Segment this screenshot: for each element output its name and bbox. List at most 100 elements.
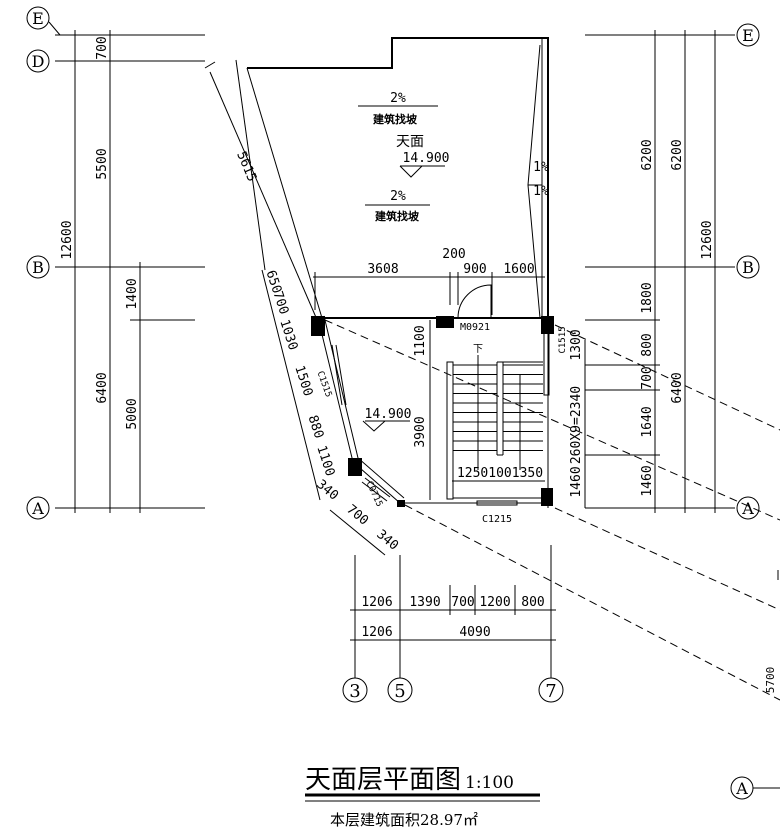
roof-outline	[204, 37, 549, 323]
axis-bubble-E-left: E	[26, 6, 61, 36]
axis-bubble-A-left: A	[26, 496, 50, 520]
svg-text:6400: 6400	[670, 372, 685, 403]
column	[397, 500, 405, 507]
axis-bubble-A-right: A	[736, 496, 760, 520]
svg-text:下: 下	[473, 344, 483, 355]
window-c1215	[476, 500, 518, 506]
svg-text:C1515: C1515	[315, 370, 334, 399]
svg-text:A: A	[735, 779, 748, 798]
svg-text:1%: 1%	[533, 160, 549, 175]
svg-text:6400: 6400	[95, 372, 110, 403]
svg-text:1460: 1460	[569, 466, 584, 497]
svg-text:A: A	[31, 499, 44, 518]
svg-text:1400: 1400	[125, 278, 140, 309]
staircase	[453, 355, 543, 470]
svg-text:2%: 2%	[390, 91, 406, 106]
svg-text:1200: 1200	[479, 595, 510, 610]
bottom-dimensions: 1206 1390 700 1200 800 1206 4090	[350, 545, 556, 678]
svg-text:E: E	[32, 9, 44, 28]
svg-text:1460: 1460	[640, 465, 655, 496]
axis-bubble-5: 5	[387, 677, 413, 703]
svg-text:5: 5	[394, 681, 405, 702]
svg-text:1640: 1640	[640, 406, 655, 437]
svg-text:M0921: M0921	[460, 322, 490, 333]
svg-text:3608: 3608	[367, 262, 398, 277]
svg-text:700: 700	[95, 36, 110, 59]
section-lines: 5 700	[324, 319, 780, 701]
svg-text:340: 340	[313, 477, 341, 504]
room-walls	[311, 284, 554, 508]
top-dimensions: 3608 200 900 1600	[313, 247, 545, 315]
svg-text:200: 200	[442, 247, 465, 262]
right-dimensions: 6200 6200 12600 1800 800 700 6400 1640 1…	[640, 139, 715, 496]
svg-text:14.900: 14.900	[365, 407, 412, 422]
svg-text:12501001350: 12501001350	[457, 466, 543, 481]
svg-text:700: 700	[640, 366, 655, 389]
svg-text:1:100: 1:100	[465, 773, 514, 793]
svg-text:6200: 6200	[670, 139, 685, 170]
svg-text:1100: 1100	[413, 325, 428, 356]
svg-text:650: 650	[263, 268, 285, 295]
slant-dimension-5615: 5615	[233, 149, 259, 184]
svg-text:1390: 1390	[409, 595, 440, 610]
svg-text:1030: 1030	[276, 318, 300, 352]
svg-text:880: 880	[305, 413, 327, 440]
svg-text:1%: 1%	[533, 184, 549, 199]
svg-text:340: 340	[373, 527, 401, 554]
column	[311, 316, 325, 336]
svg-text:4090: 4090	[459, 625, 490, 640]
axis-bubble-A-bottom-right: A	[730, 776, 780, 800]
svg-text:建筑找坡: 建筑找坡	[375, 209, 420, 223]
svg-text:700: 700	[270, 289, 292, 316]
svg-text:C0715: C0715	[364, 480, 385, 509]
svg-text:800: 800	[521, 595, 544, 610]
svg-text:天面: 天面	[396, 134, 424, 150]
svg-text:5700: 5700	[764, 667, 777, 694]
svg-text:A: A	[741, 499, 754, 518]
column	[436, 316, 454, 328]
svg-text:5500: 5500	[95, 148, 110, 179]
svg-text:1100: 1100	[313, 444, 337, 478]
svg-text:700: 700	[451, 595, 474, 610]
drawing-title: 天面层平面图 1:100 本层建筑面积28.97㎡	[305, 765, 540, 829]
svg-text:D: D	[32, 52, 45, 71]
svg-text:12600: 12600	[700, 220, 715, 259]
svg-text:B: B	[742, 258, 754, 277]
svg-text:5000: 5000	[125, 398, 140, 429]
svg-text:3900: 3900	[413, 416, 428, 447]
svg-text:800: 800	[640, 333, 655, 356]
svg-text:B: B	[32, 258, 44, 277]
left-axis-lines	[55, 30, 205, 513]
svg-text:900: 900	[463, 262, 486, 277]
window-c0715	[364, 477, 391, 498]
window-c1515	[331, 344, 343, 406]
svg-text:E: E	[742, 26, 754, 45]
svg-text:1206: 1206	[361, 595, 392, 610]
svg-text:1800: 1800	[640, 282, 655, 313]
svg-text:1600: 1600	[503, 262, 534, 277]
svg-text:7: 7	[545, 681, 556, 702]
svg-text:260X9=2340: 260X9=2340	[569, 386, 584, 464]
svg-text:C1215: C1215	[482, 514, 512, 525]
axis-bubble-7: 7	[538, 677, 564, 703]
svg-text:1500: 1500	[291, 364, 315, 398]
svg-text:本层建筑面积28.97㎡: 本层建筑面积28.97㎡	[330, 811, 478, 829]
column	[541, 488, 553, 506]
axis-bubble-B-right: B	[736, 255, 760, 279]
svg-text:建筑找坡: 建筑找坡	[373, 112, 418, 126]
axis-bubble-D-left: D	[26, 49, 50, 73]
svg-text:C1515: C1515	[558, 326, 568, 353]
right-axis-lines	[584, 30, 735, 513]
svg-text:1206: 1206	[361, 625, 392, 640]
svg-text:5615: 5615	[233, 149, 259, 184]
roof-labels: 2% 建筑找坡 天面 14.900 2% 建筑找坡 1% 1%	[358, 91, 549, 223]
svg-text:3: 3	[349, 681, 360, 702]
svg-text:6200: 6200	[640, 139, 655, 170]
axis-bubble-E-right: E	[736, 23, 760, 47]
axis-bubble-B-left: B	[26, 255, 50, 279]
left-dimensions: 700 5500 12600 1400 6400 5000	[60, 36, 140, 429]
svg-text:12600: 12600	[60, 220, 75, 259]
axis-bubble-3: 3	[342, 677, 368, 703]
svg-text:2%: 2%	[390, 189, 406, 204]
